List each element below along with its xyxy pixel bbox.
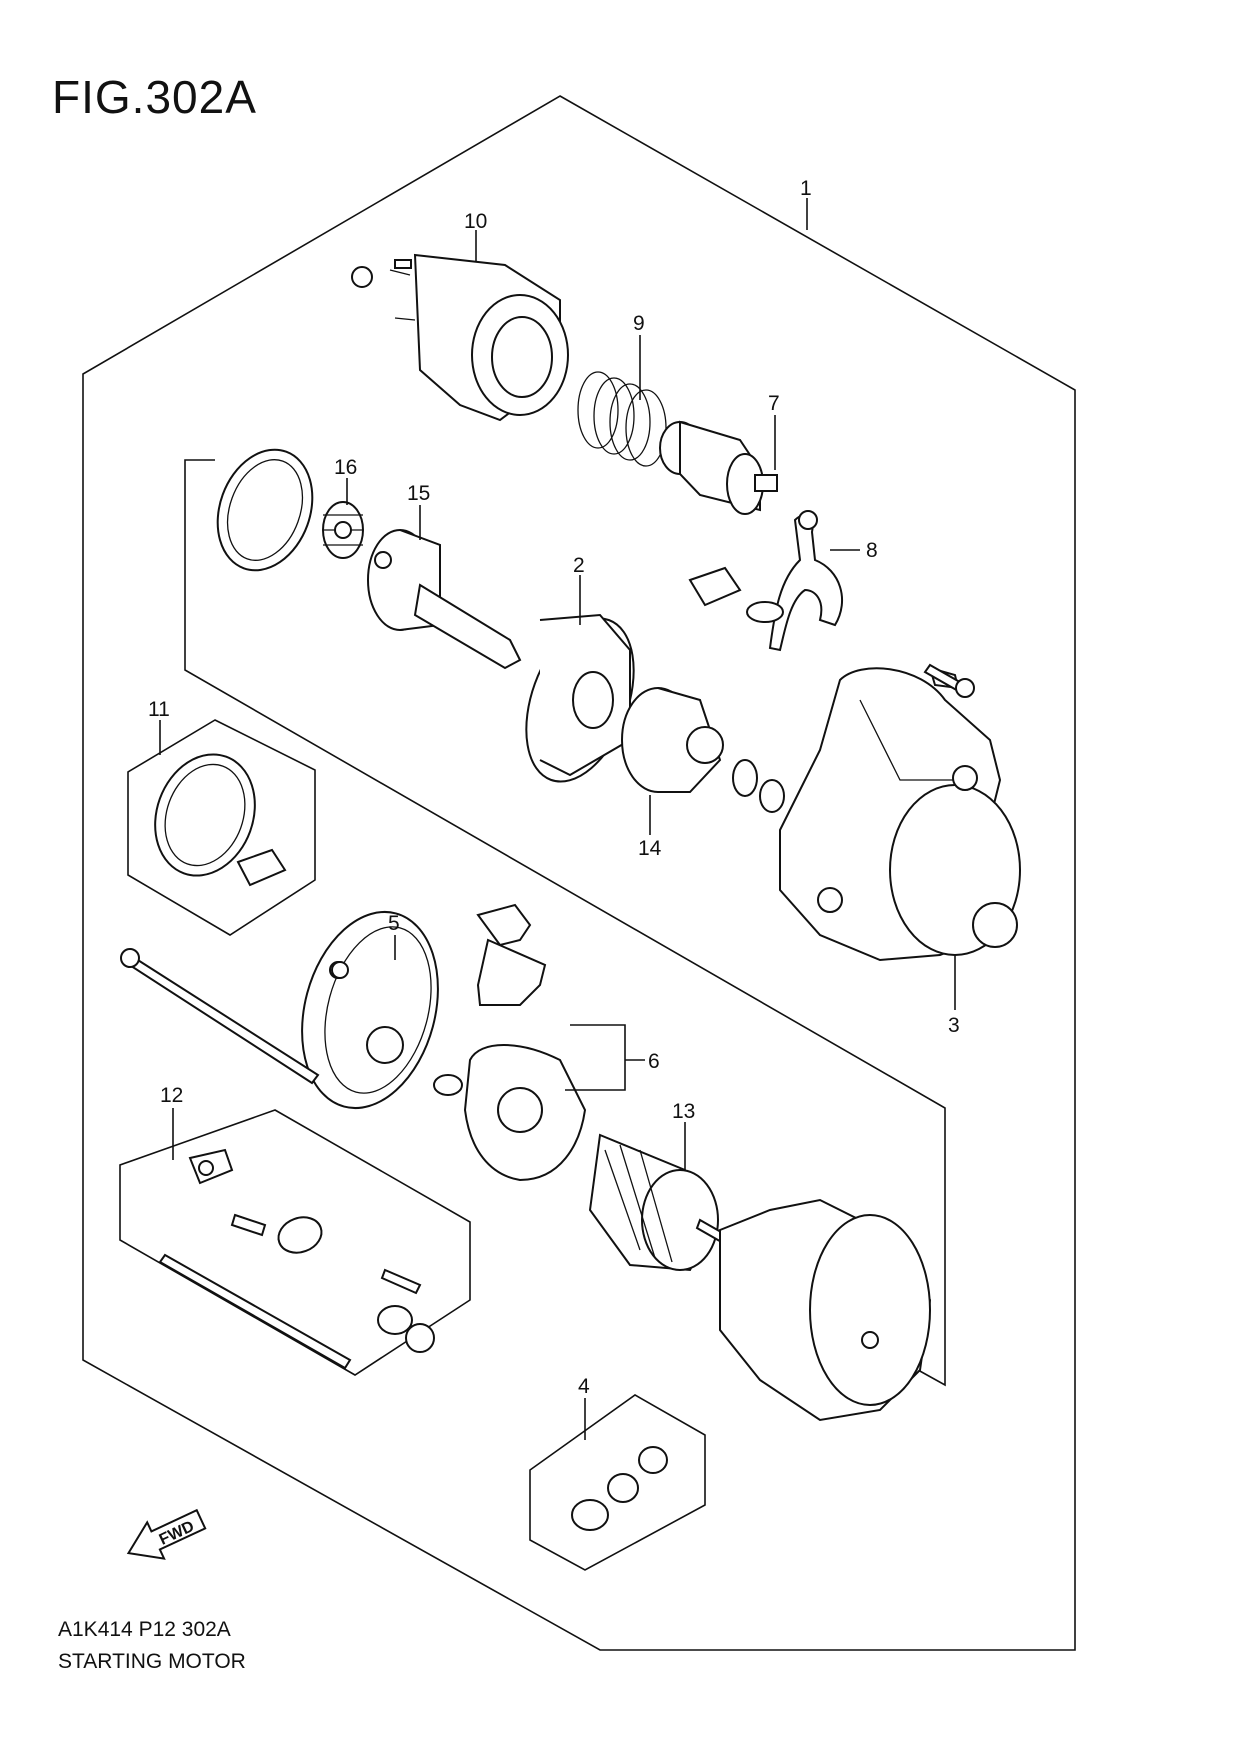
pinion-shaft	[367, 529, 522, 670]
callout-13: 13	[672, 1100, 695, 1123]
inner-group-bracket	[184, 459, 946, 1387]
assembly-outline	[82, 95, 1076, 1651]
callout-12: 12	[160, 1084, 183, 1107]
callout-9: 9	[633, 312, 645, 335]
callout-16: 16	[334, 456, 357, 479]
armature	[588, 1133, 737, 1272]
idle-gear	[322, 501, 364, 559]
callout-3: 3	[948, 1014, 960, 1037]
bolt-kit-12	[158, 1148, 435, 1370]
leader-lines	[159, 198, 956, 1440]
callout-7: 7	[768, 392, 780, 415]
figure-name: STARTING MOTOR	[58, 1650, 246, 1673]
callout-10: 10	[464, 210, 487, 233]
yoke	[719, 1198, 932, 1422]
end-frame	[301, 910, 439, 1110]
bushing-kit-4	[571, 1446, 668, 1531]
drive-lever	[688, 510, 844, 652]
callout-14: 14	[638, 837, 662, 860]
seal-kit-11	[154, 753, 287, 887]
front-bracket	[779, 666, 1021, 962]
center-housing	[525, 613, 635, 783]
callout-15: 15	[407, 482, 430, 505]
group-12-box	[119, 1109, 471, 1376]
overrunning-clutch	[621, 687, 785, 813]
through-bolt	[120, 948, 320, 1085]
callout-5: 5	[388, 912, 400, 935]
figure-code: A1K414 P12 302A	[58, 1618, 231, 1641]
callout-6: 6	[648, 1050, 660, 1073]
fwd-arrow: FWD	[126, 1508, 207, 1560]
figure-title: FIG.302A	[52, 71, 257, 123]
callout-1: 1	[800, 177, 812, 200]
plunger-spring	[577, 371, 667, 467]
upper-seal-ring	[216, 448, 314, 572]
callout-labels: 1 10 9 7 16 15 8 2 11 14 5 3 6 12 13 4	[148, 177, 960, 1398]
group-4-box	[529, 1394, 706, 1571]
callout-4: 4	[578, 1375, 590, 1398]
callout-2: 2	[573, 554, 585, 577]
bracket-screw-head	[955, 678, 975, 698]
callout-8: 8	[866, 539, 878, 562]
plunger	[659, 420, 778, 515]
callout-11: 11	[148, 698, 170, 721]
solenoid-switch	[351, 253, 569, 422]
brush-holder	[433, 903, 587, 1182]
group-11-box	[127, 719, 316, 936]
end-frame-screw-head	[331, 961, 349, 979]
